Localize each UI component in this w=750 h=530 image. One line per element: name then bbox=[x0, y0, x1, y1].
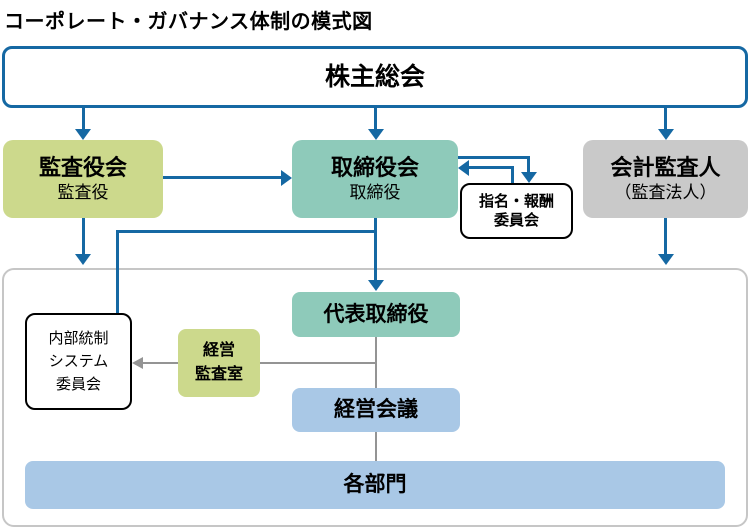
node-audit-board-label: 監査役会 bbox=[38, 154, 127, 180]
node-management-audit-line2: 監査室 bbox=[194, 366, 243, 383]
page-title: コーポレート・ガバナンス体制の模式図 bbox=[4, 11, 373, 33]
node-accounting-auditor-sublabel: （監査法人） bbox=[614, 183, 717, 202]
node-board-sublabel: 取締役 bbox=[349, 183, 401, 202]
arrow-board-to-rep-director-line bbox=[374, 218, 377, 280]
node-audit-and-supervisory-board: 監査役会 監査役 bbox=[3, 140, 163, 218]
arrow-board-to-nomination-hline bbox=[458, 156, 530, 159]
arrow-shareholders-to-audit-board-head bbox=[75, 129, 91, 140]
node-nomination-line2: 委員会 bbox=[493, 212, 539, 229]
node-board-label: 取締役会 bbox=[330, 154, 419, 180]
line-board-to-internal-control-hline bbox=[116, 230, 376, 233]
node-nomination-line1: 指名・報酬 bbox=[478, 192, 554, 210]
arrow-shareholders-to-audit-board-line bbox=[82, 108, 85, 129]
node-nomination-compensation-committee: 指名・報酬 委員会 bbox=[460, 183, 573, 239]
node-shareholders-meeting: 株主総会 bbox=[2, 46, 748, 108]
node-internal-control-line3: 委員会 bbox=[55, 376, 101, 394]
node-board-of-directors: 取締役会 取締役 bbox=[292, 140, 458, 218]
arrow-auditor-down-line bbox=[664, 218, 667, 254]
arrow-nomination-to-board-hline bbox=[469, 166, 514, 169]
node-representative-director: 代表取締役 bbox=[292, 292, 460, 337]
node-management-council: 経営会議 bbox=[292, 388, 460, 432]
node-management-audit-office: 経営 監査室 bbox=[178, 329, 260, 397]
arrow-shareholders-to-board-line bbox=[374, 108, 377, 129]
node-internal-control-line2: システム bbox=[48, 352, 109, 370]
line-board-to-internal-control-vline bbox=[116, 230, 119, 313]
node-accounting-auditor: 会計監査人 （監査法人） bbox=[583, 140, 748, 218]
node-representative-director-label: 代表取締役 bbox=[323, 302, 429, 326]
arrow-shareholders-to-auditor-head bbox=[658, 129, 674, 140]
node-departments: 各部門 bbox=[25, 461, 725, 509]
arrow-board-to-nomination-head bbox=[521, 172, 537, 183]
arrow-shareholders-to-auditor-line bbox=[664, 108, 667, 129]
arrow-nomination-to-board-vline bbox=[511, 167, 514, 183]
arrow-nomination-to-board-head bbox=[458, 160, 469, 176]
arrow-audit-board-to-board-head bbox=[281, 170, 292, 186]
arrow-shareholders-to-board-head bbox=[368, 129, 384, 140]
arrow-auditor-down-head bbox=[658, 254, 674, 265]
node-internal-control-line1: 内部統制 bbox=[48, 329, 109, 347]
arrow-board-to-nomination-vline bbox=[527, 156, 530, 172]
node-management-council-label: 経営会議 bbox=[334, 398, 418, 422]
node-internal-control-system-committee: 内部統制 システム 委員会 bbox=[25, 313, 132, 410]
arrow-audit-board-down-line bbox=[82, 218, 85, 254]
node-management-audit-line1: 経営 bbox=[202, 342, 235, 359]
node-accounting-auditor-label: 会計監査人 bbox=[610, 154, 721, 180]
node-departments-label: 各部門 bbox=[343, 473, 407, 497]
arrow-audit-board-to-board-line bbox=[163, 176, 281, 179]
arrow-audit-office-to-internal-control-head bbox=[132, 357, 143, 369]
arrow-board-to-rep-director-head bbox=[368, 280, 384, 291]
node-audit-board-sublabel: 監査役 bbox=[57, 183, 109, 202]
node-shareholders-meeting-label: 株主総会 bbox=[324, 63, 425, 91]
arrow-audit-board-down-head bbox=[75, 254, 91, 265]
